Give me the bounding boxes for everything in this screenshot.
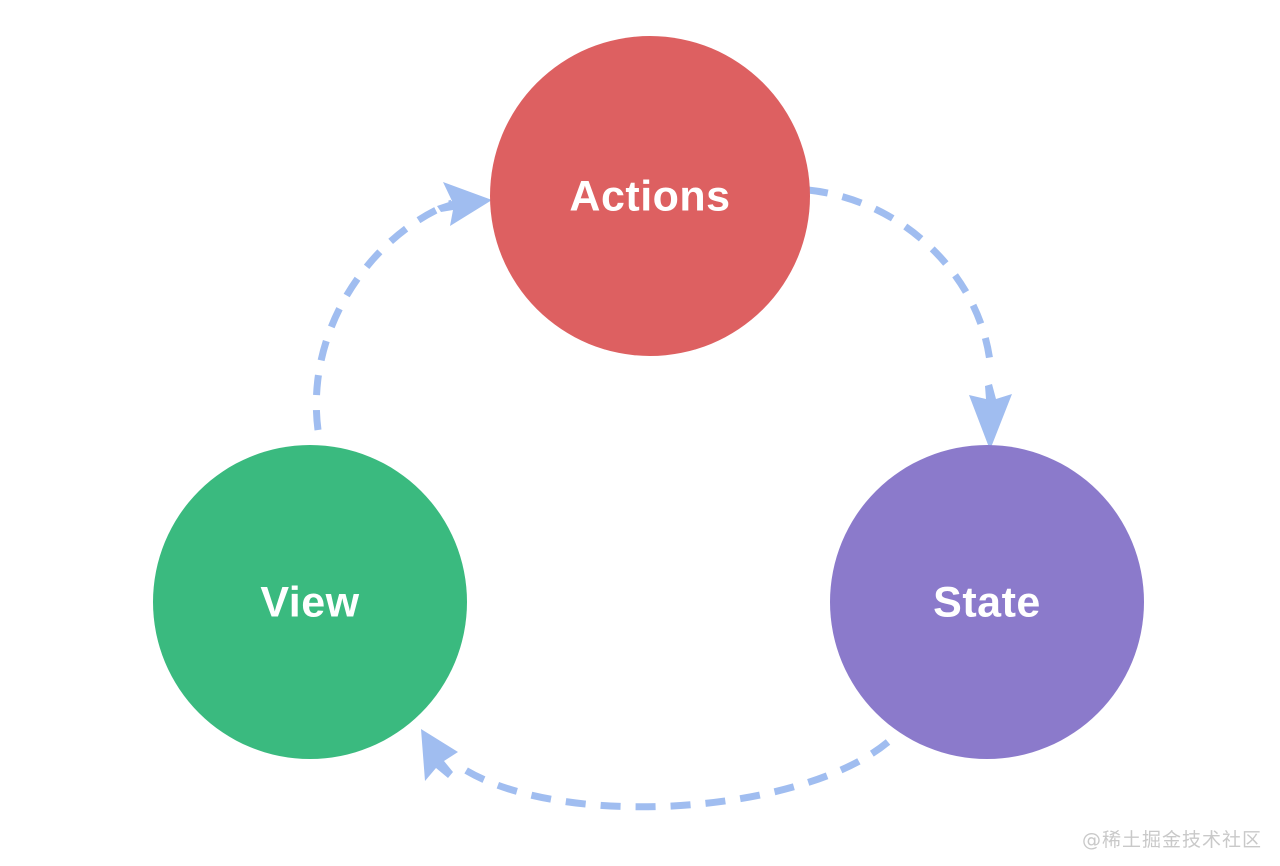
edge-view-to-actions	[312, 199, 454, 431]
watermark: @稀土掘金技术社区	[1081, 829, 1262, 851]
arrowhead-into-state	[969, 384, 1012, 450]
node-actions-label: Actions	[569, 172, 730, 220]
node-view-circle[interactable]	[153, 445, 467, 759]
node-state[interactable]: State	[830, 445, 1144, 759]
node-group: Actions State View	[153, 36, 1144, 759]
edge-actions-to-state	[807, 186, 995, 373]
node-state-label: State	[933, 578, 1041, 626]
node-actions[interactable]: Actions	[490, 36, 810, 356]
node-view[interactable]: View	[153, 445, 467, 759]
edge-state-to-view	[460, 739, 891, 811]
arrowhead-into-view	[421, 729, 458, 781]
node-view-label: View	[260, 578, 359, 626]
node-state-circle[interactable]	[830, 445, 1144, 759]
edge-group	[312, 182, 1012, 811]
arrowhead-into-actions	[437, 182, 492, 226]
node-actions-circle[interactable]	[490, 36, 810, 356]
